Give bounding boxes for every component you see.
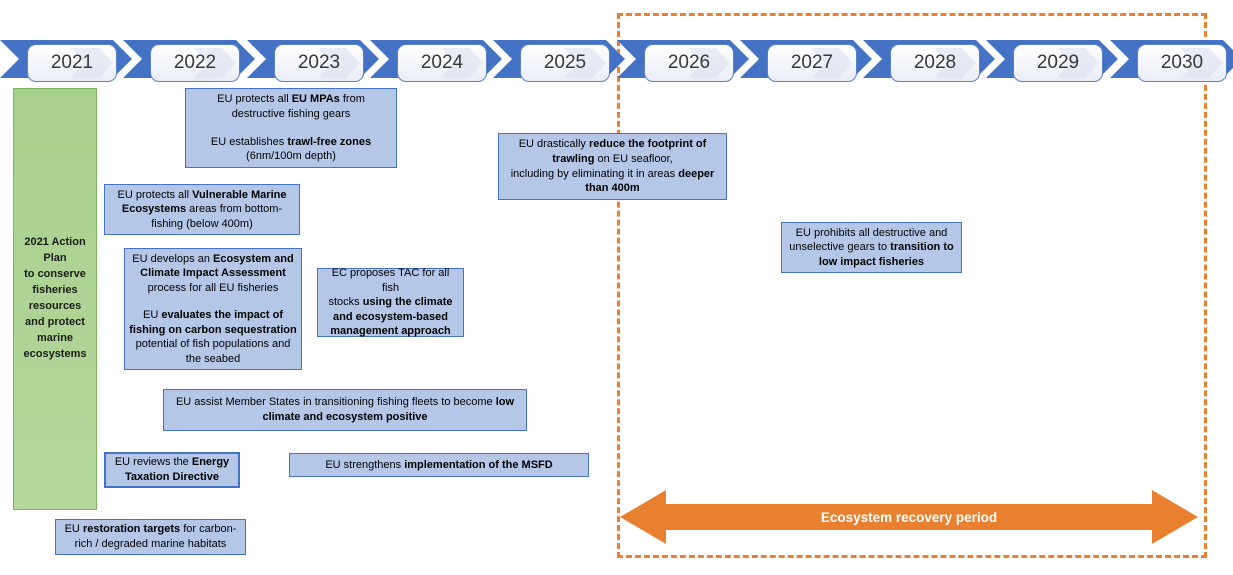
milestone-text: EU restoration targets for carbon- rich … bbox=[64, 523, 237, 550]
milestone-text: EU protects all EU MPAs from destructive… bbox=[217, 93, 365, 120]
year-label: 2021 bbox=[50, 52, 94, 73]
milestone-ecosystem-climate-assessment: EU develops an Ecosystem and Climate Imp… bbox=[124, 248, 302, 370]
milestone-energy-taxation-review: EU reviews the Energy Taxation Directive bbox=[104, 452, 240, 488]
timeline-year-2024: 2024 bbox=[397, 44, 487, 82]
milestone-text: EU establishes trawl-free zones (6nm/100… bbox=[210, 135, 372, 163]
milestone-text: EC proposes TAC for all fish stocks usin… bbox=[328, 267, 453, 338]
milestone-text: EU assist Member States in transitioning… bbox=[175, 396, 515, 423]
timeline-year-2025: 2025 bbox=[520, 44, 610, 82]
timeline-year-2027: 2027 bbox=[767, 44, 857, 82]
year-label: 2029 bbox=[1036, 52, 1080, 73]
year-label: 2028 bbox=[913, 52, 957, 73]
milestone-text: EU strengthens implementation of the MSF… bbox=[325, 458, 553, 471]
recovery-period-outline bbox=[617, 13, 1207, 558]
timeline-year-2023: 2023 bbox=[274, 44, 364, 82]
milestone-prohibit-destructive-gears: EU prohibits all destructive and unselec… bbox=[781, 222, 962, 273]
year-label: 2023 bbox=[297, 52, 341, 73]
milestone-assist-member-states: EU assist Member States in transitioning… bbox=[163, 389, 527, 431]
milestone-vme-protection: EU protects all Vulnerable Marine Ecosys… bbox=[104, 184, 300, 235]
milestone-mpa-protection: EU protects all EU MPAs from destructive… bbox=[185, 88, 397, 168]
action-plan-2021-box: 2021 Action Plan to conserve fisheries r… bbox=[13, 88, 97, 510]
timeline-year-2030: 2030 bbox=[1137, 44, 1227, 82]
year-label: 2022 bbox=[173, 52, 217, 73]
timeline-year-2022: 2022 bbox=[150, 44, 240, 82]
timeline-year-2021: 2021 bbox=[27, 44, 117, 82]
timeline-year-2028: 2028 bbox=[890, 44, 980, 82]
milestone-text: EU prohibits all destructive and unselec… bbox=[789, 226, 954, 268]
milestone-text: EU drastically reduce the footprint of t… bbox=[510, 138, 715, 195]
year-label: 2025 bbox=[543, 52, 587, 73]
year-label: 2027 bbox=[790, 52, 834, 73]
year-label: 2030 bbox=[1160, 52, 1204, 73]
milestone-text: EU protects all Vulnerable Marine Ecosys… bbox=[117, 188, 287, 230]
milestone-reduce-trawling-footprint: EU drastically reduce the footprint of t… bbox=[498, 133, 727, 200]
timeline-year-2029: 2029 bbox=[1013, 44, 1103, 82]
milestone-text: EU evaluates the impact of fishing on ca… bbox=[129, 309, 297, 365]
year-label: 2024 bbox=[420, 52, 464, 73]
milestone-text: EU reviews the Energy Taxation Directive bbox=[114, 456, 230, 483]
milestone-tac-proposal: EC proposes TAC for all fish stocks usin… bbox=[317, 267, 464, 338]
milestone-text: EU develops an Ecosystem and Climate Imp… bbox=[132, 252, 294, 294]
recovery-arrow-label: Ecosystem recovery period bbox=[820, 509, 998, 525]
timeline-year-2026: 2026 bbox=[644, 44, 734, 82]
year-label: 2026 bbox=[667, 52, 711, 73]
milestone-restoration-targets: EU restoration targets for carbon- rich … bbox=[55, 519, 246, 555]
milestone-msfd-implementation: EU strengthens implementation of the MSF… bbox=[289, 453, 589, 477]
